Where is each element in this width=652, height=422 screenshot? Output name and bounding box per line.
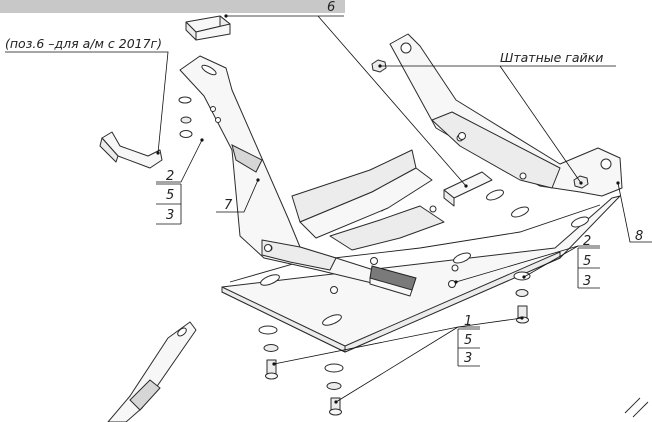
note-ref-label: (поз.6 –для а/м с 2017г) xyxy=(5,36,162,51)
hook-part-6-top xyxy=(185,15,231,41)
position-8-label: 8 xyxy=(635,229,643,244)
stack-bottom-item-1: 1 xyxy=(464,314,472,329)
position-7-label: 7 xyxy=(224,198,233,213)
callout-stack-bottom: 1 5 3 xyxy=(457,314,480,367)
nuts xyxy=(264,59,589,294)
washers xyxy=(178,96,531,390)
header-strip xyxy=(0,0,345,13)
stack-right-item-1: 2 xyxy=(583,234,591,249)
hook-part-6-loose xyxy=(99,131,163,169)
callout-stack-right: 2 5 3 xyxy=(577,234,600,289)
stack-right-item-3: 3 xyxy=(583,274,591,289)
callout-stack-left: 2 5 3 xyxy=(156,169,182,225)
stack-left-item-3: 3 xyxy=(166,208,174,223)
bolts xyxy=(265,305,529,416)
position-6-label: 6 xyxy=(327,0,335,15)
stack-left-item-1: 2 xyxy=(166,169,174,184)
leader-lines xyxy=(5,14,652,404)
right-bracket xyxy=(389,33,623,197)
center-tunnel xyxy=(291,149,445,251)
stack-bottom-item-2: 5 xyxy=(464,333,472,348)
skid-plate xyxy=(221,189,621,353)
stack-right-item-2: 5 xyxy=(583,254,591,269)
stack-left-item-2: 5 xyxy=(166,188,174,203)
tow-eye xyxy=(107,321,649,422)
nuts-ref-label: Штатные гайки xyxy=(500,50,603,65)
stack-bottom-item-3: 3 xyxy=(464,351,472,366)
hook-part-6-mounted xyxy=(369,171,493,297)
